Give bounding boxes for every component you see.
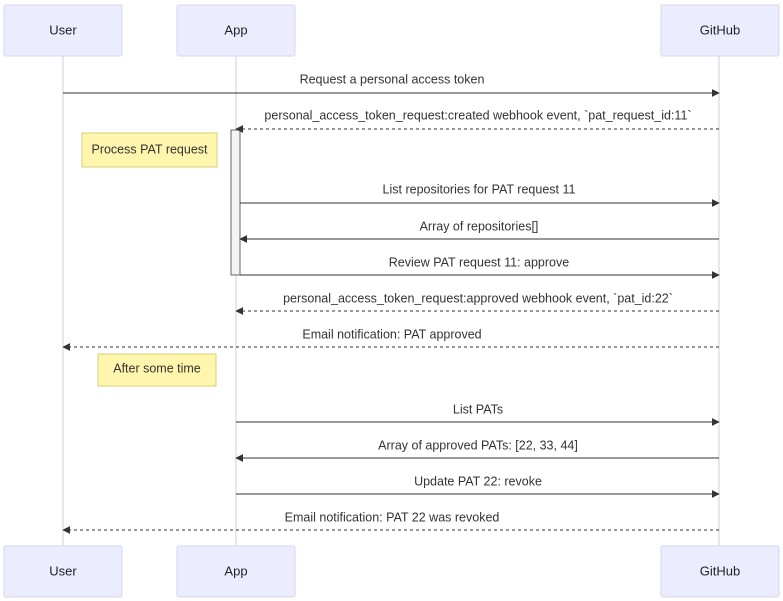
message-label: personal_access_token_request:created we… xyxy=(264,108,691,122)
message-label: List repositories for PAT request 11 xyxy=(383,182,576,196)
actor-label: User xyxy=(49,563,77,578)
actor-label: User xyxy=(49,22,77,37)
message-10: Update PAT 22: revoke xyxy=(236,474,720,498)
actor-app-top: App xyxy=(176,4,296,57)
message-9: Array of approved PATs: [22, 33, 44] xyxy=(235,438,719,462)
message-label: Email notification: PAT 22 was revoked xyxy=(285,510,500,524)
message-label: personal_access_token_request:approved w… xyxy=(283,291,673,305)
actor-github-bottom: GitHub xyxy=(660,545,780,598)
message-7: Email notification: PAT approved xyxy=(62,327,719,351)
message-8: List PATs xyxy=(236,402,720,426)
message-label: List PATs xyxy=(453,402,503,416)
activation-bar-app xyxy=(230,129,241,276)
message-label: Email notification: PAT approved xyxy=(302,327,481,341)
actor-label: App xyxy=(224,22,247,37)
actor-label: GitHub xyxy=(700,563,740,578)
actor-user-bottom: User xyxy=(3,545,123,598)
actor-github-top: GitHub xyxy=(660,4,780,57)
message-5: Review PAT request 11: approve xyxy=(240,255,720,279)
message-label: Array of repositories[] xyxy=(420,219,539,233)
message-label: Array of approved PATs: [22, 33, 44] xyxy=(378,438,578,452)
message-1: Request a personal access token xyxy=(63,72,720,97)
message-3: List repositories for PAT request 11 xyxy=(240,182,720,207)
actor-label: App xyxy=(224,563,247,578)
message-6: personal_access_token_request:approved w… xyxy=(235,291,719,315)
message-2: personal_access_token_request:created we… xyxy=(235,108,719,133)
note-text: Process PAT request xyxy=(91,142,208,156)
message-label: Review PAT request 11: approve xyxy=(389,255,569,269)
message-label: Request a personal access token xyxy=(300,72,485,86)
note-after-some-time: After some time xyxy=(97,353,217,387)
message-4: Array of repositories[] xyxy=(239,219,719,243)
actor-app-bottom: App xyxy=(176,545,296,598)
actor-user-top: User xyxy=(3,4,123,57)
actor-label: GitHub xyxy=(700,22,740,37)
note-text: After some time xyxy=(113,361,201,375)
message-label: Update PAT 22: revoke xyxy=(414,474,542,488)
message-11: Email notification: PAT 22 was revoked xyxy=(62,510,719,534)
note-process-pat-request: Process PAT request xyxy=(81,132,218,168)
